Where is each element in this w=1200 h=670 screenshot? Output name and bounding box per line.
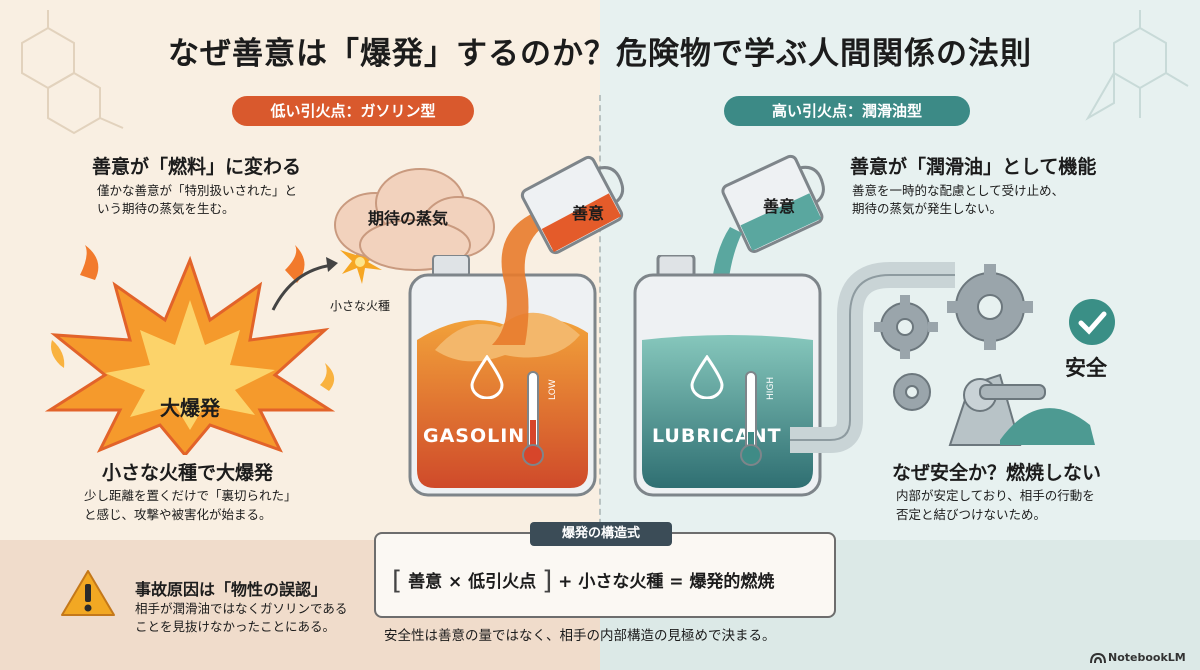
formula-term-goodwill: 善意 [408, 572, 443, 592]
right-desc-line2: 期待の蒸気が発生しない。 [852, 201, 1003, 216]
lubricant-type-pill: 高い引火点：潤滑油型 [724, 96, 970, 126]
vapor-label: 期待の蒸気 [368, 209, 449, 228]
drop-icon [470, 355, 504, 399]
gear-icon [874, 264, 1033, 411]
left-desc-line2: いう期待の蒸気を生む。 [97, 201, 235, 216]
check-icon [1069, 299, 1115, 345]
left-bottom-desc-line1: 少し距離を置くだけで「裏切られた」 [84, 488, 297, 503]
right-bottom-desc-line1: 内部が安定しており、相手の行動を [896, 488, 1095, 503]
formula-equals: = [669, 572, 684, 592]
formula: [ 善意 × 低引火点 ] + 小さな火種 = 爆発的燃焼 [392, 566, 822, 596]
right-heading: 善意が「潤滑油」として機能 [850, 156, 1097, 178]
safe-label: 安全 [1065, 356, 1107, 380]
pour-cup-icon [520, 155, 625, 255]
machinery [948, 373, 1095, 446]
low-label: LOW [548, 379, 558, 400]
formula-times: × [448, 572, 463, 592]
gasoline-stream [492, 210, 548, 345]
left-bottom-heading: 小さな火種で大爆発 [102, 462, 274, 484]
right-cup-label: 善意 [763, 197, 796, 216]
gasoline-type-pill: 低い引火点：ガソリン型 [232, 96, 474, 126]
gasoline-label: GASOLINE [423, 425, 540, 447]
center-divider [599, 95, 601, 535]
thermometer-icon [522, 371, 544, 466]
left-desc-line1: 僅かな善意が「特別扱いされた」と [97, 183, 298, 198]
formula-box [374, 532, 836, 618]
formula-result: 爆発的燃焼 [689, 572, 775, 592]
notebooklm-logo-icon [1090, 652, 1106, 664]
arrow-icon [271, 257, 338, 311]
high-label: HIGH [766, 376, 776, 400]
left-heading: 善意が「燃料」に変わる [92, 156, 302, 178]
warning-desc-line2: ことを見抜けなかったことにある。 [135, 619, 336, 634]
spark-icon [340, 240, 382, 284]
drop-icon [690, 355, 724, 399]
formula-term-spark: 小さな火種 [578, 572, 664, 592]
spark-label: 小さな火種 [330, 299, 391, 313]
molecule-icon [21, 10, 124, 135]
formula-tag: 爆発の構造式 [530, 522, 672, 546]
warning-heading: 事故原因は「物性の誤認」 [135, 580, 328, 599]
pipe [790, 262, 955, 453]
warning-desc-line1: 相手が潤滑油ではなくガソリンである [135, 601, 348, 616]
warning-icon [61, 570, 115, 616]
right-bottom-heading: なぜ安全か？燃焼しない [892, 462, 1102, 484]
formula-open-bracket: [ [392, 566, 403, 596]
right-desc-line1: 善意を一時的な配慮として受け止め、 [852, 183, 1065, 198]
molecule-icon [1085, 10, 1189, 121]
page-title: なぜ善意は「爆発」するのか？危険物で学ぶ人間関係の法則 [168, 36, 1032, 72]
brand-label: NotebookLM [1108, 651, 1186, 664]
left-bottom-desc-line2: と感じ、攻撃や被害化が始まる。 [84, 507, 272, 522]
formula-plus: + [558, 572, 573, 592]
explosion-label: 大爆発 [160, 396, 220, 420]
vapor-cloud-icon [334, 168, 495, 271]
explosion-icon [44, 245, 336, 455]
right-bottom-desc-line2: 否定と結びつけないため。 [896, 507, 1047, 522]
formula-close-bracket: ] [542, 566, 553, 596]
conclusion-text: 安全性は善意の量ではなく、相手の内部構造の見極めで決まる。 [384, 628, 776, 644]
lubricant-tank [633, 255, 822, 497]
formula-term-low-flashpoint: 低引火点 [468, 572, 537, 592]
left-cup-label: 善意 [572, 204, 605, 223]
thermometer-icon [740, 371, 762, 466]
pour-cup-icon [721, 154, 825, 253]
